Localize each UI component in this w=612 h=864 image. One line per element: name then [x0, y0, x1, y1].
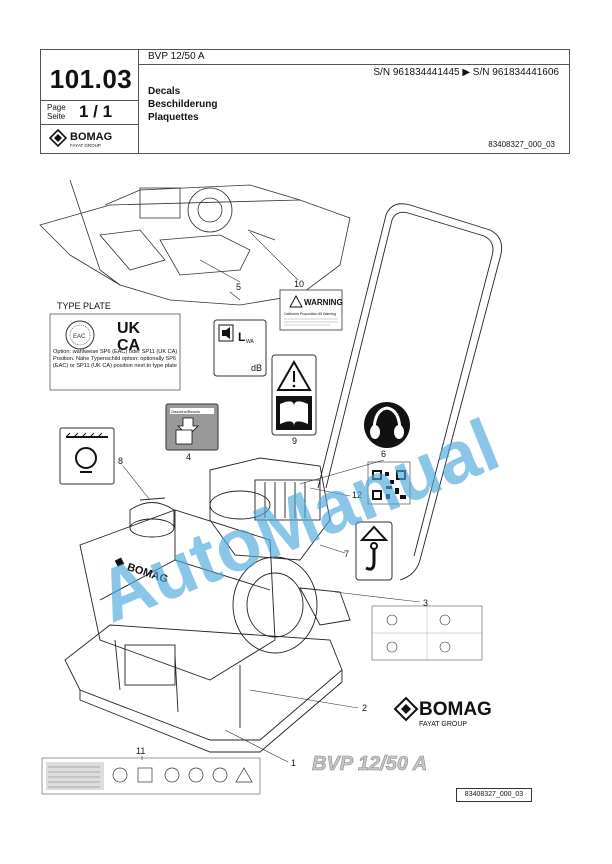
model-decal: BVP 12/50 A [312, 753, 428, 776]
page-titles: Decals Beschilderung Plaquettes [148, 85, 217, 124]
callout-3: 3 [423, 598, 428, 608]
warning-title: WARNING [304, 298, 343, 307]
bomag-logo-large: BOMAG FAYAT GROUP [393, 696, 492, 728]
svg-text:UK: UK [117, 320, 141, 337]
title-fr: Plaquettes [148, 112, 199, 123]
callout-2: 2 [362, 703, 367, 713]
large-brand-text: BOMAG [419, 699, 492, 720]
bomag-frame-decal: BOMAG [114, 557, 170, 586]
svg-text:EAC: EAC [73, 334, 86, 340]
divider [41, 100, 138, 101]
serial-range: S/N 961834441445 ▶ S/N 961834441606 [373, 67, 559, 78]
callout-8: 8 [118, 456, 123, 466]
tie-down-decal [59, 427, 115, 485]
title-de: Beschilderung [148, 99, 218, 110]
svg-text:Gasoline/Benzin: Gasoline/Benzin [171, 409, 200, 414]
type-plate-title: TYPE PLATE [57, 301, 111, 311]
svg-text:BOMAG: BOMAG [126, 561, 170, 585]
callout-12: 12 [352, 490, 362, 500]
warning-sub: California Proposition 65 Warning [284, 312, 336, 316]
qr-code-decal [367, 461, 411, 505]
type-plate-note: Option: wahlweise SP6 (EAC) oder SP11 (U… [53, 349, 178, 369]
callout-7: 7 [344, 549, 349, 559]
divider [41, 124, 138, 125]
callout-9: 9 [292, 436, 297, 446]
large-brand-sub: FAYAT GROUP [419, 721, 467, 728]
operation-instruction-decal [371, 605, 483, 661]
page-number: 101.03 [49, 64, 133, 94]
warning-decal: WARNING California Proposition 65 Warnin… [279, 289, 343, 331]
db-label: dB [251, 363, 262, 373]
page-value: 1 / 1 [79, 102, 113, 121]
bomag-diamond-icon [48, 128, 68, 148]
fuel-decal: Gasoline/Benzin [165, 403, 219, 451]
callout-5: 5 [236, 282, 241, 292]
sound-power-decal: L WA dB [213, 319, 267, 377]
ear-protection-decal [364, 402, 410, 448]
callout-11: 11 [136, 746, 145, 756]
callout-6: 6 [381, 449, 386, 459]
title-en: Decals [148, 86, 181, 97]
callout-10: 10 [294, 279, 304, 289]
divider [138, 50, 139, 153]
bomag-diamond-icon [393, 696, 419, 722]
leader-lines [122, 231, 385, 554]
bomag-logo: BOMAG FAYAT GROUP [48, 128, 131, 154]
brand-text: BOMAG [70, 131, 112, 143]
engine-detail-illustration [39, 179, 351, 306]
model-decal-text: BVP 12/50 A [312, 753, 427, 775]
callout-4: 4 [186, 452, 191, 462]
doc-number: 83408327_000_03 [488, 140, 555, 149]
model-name: BVP 12/50 A [148, 51, 205, 62]
svg-text:WA: WA [246, 339, 255, 345]
lifting-point-decal [355, 521, 393, 581]
divider [138, 64, 570, 65]
type-plate-decal: EAC UK CA [49, 313, 181, 391]
read-manual-decal [271, 354, 317, 436]
callout-1: 1 [291, 758, 296, 768]
bottom-doc-code: 83408327_000_03 [456, 788, 532, 802]
brand-sub-text: FAYAT GROUP [70, 143, 101, 148]
svg-text:L: L [238, 330, 245, 344]
decal-drawing: 5 10 EAC UK CA WARNING California Propos… [39, 179, 503, 795]
plate-compactor-illustration [64, 203, 503, 753]
safety-strip-decal [41, 757, 261, 795]
svg-text:CA: CA [117, 337, 141, 354]
